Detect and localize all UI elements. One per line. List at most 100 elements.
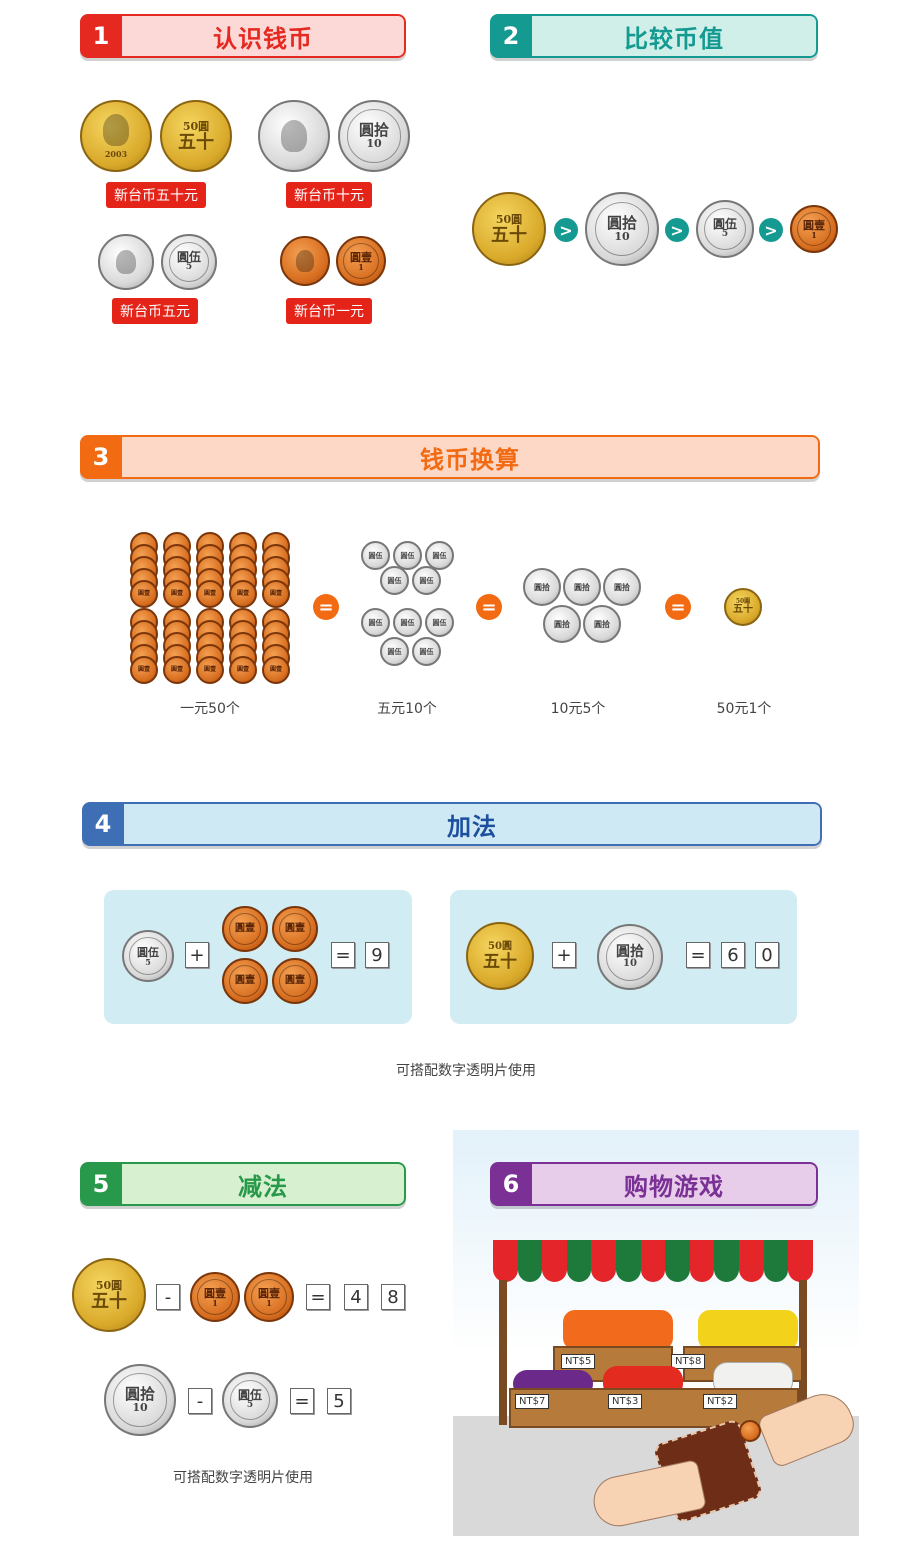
add-coin-1: 圓壹 <box>222 906 268 952</box>
section-title: 认识钱币 <box>122 14 406 58</box>
answer-digit: 9 <box>365 942 389 968</box>
awning-stripe <box>714 1240 740 1282</box>
awning-stripe <box>665 1240 690 1282</box>
awning-stripe <box>493 1240 518 1282</box>
greater-than-arrow: > <box>759 218 783 242</box>
coin-5-front <box>98 234 154 290</box>
one-yuan-coin: 圓壹 <box>163 580 191 608</box>
one-yuan-coin: 圓壹 <box>196 656 224 684</box>
label-ten: 新台币十元 <box>286 182 372 208</box>
ten-yuan-coin: 圓拾 <box>543 605 581 643</box>
label-one: 新台币一元 <box>286 298 372 324</box>
answer-digit: 8 <box>381 1284 405 1310</box>
label-fifty: 新台币五十元 <box>106 182 206 208</box>
add-coin-1: 圓壹 <box>272 906 318 952</box>
awning-stripe <box>739 1240 764 1282</box>
add-coin-1: 圓壹 <box>272 958 318 1004</box>
held-coin <box>739 1420 761 1442</box>
equals-sign: = <box>476 594 502 620</box>
coin-year: 2003 <box>104 148 128 159</box>
greater-than-arrow: > <box>665 218 689 242</box>
add-coin-50: 50圓 五十 <box>466 922 534 990</box>
five-yuan-coin: 圓伍 <box>412 637 441 666</box>
one-yuan-coin: 圓壹 <box>163 656 191 684</box>
section-number: 3 <box>80 435 122 479</box>
price-tag: NT$7 <box>515 1394 550 1409</box>
awning-stripe <box>640 1240 666 1282</box>
awning-stripe <box>763 1240 789 1282</box>
section-5-banner: 5 减法 <box>80 1162 406 1206</box>
price-tag: NT$8 <box>671 1354 706 1369</box>
ten-yuan-coin: 圓拾 <box>583 605 621 643</box>
equals-box: = <box>290 1388 314 1414</box>
coin-50-front: 2003 <box>80 100 152 172</box>
caption-five-yuan: 五元10个 <box>377 701 437 717</box>
awning-stripe <box>517 1240 543 1282</box>
add-coin-1: 圓壹 <box>222 958 268 1004</box>
section-title: 购物游戏 <box>532 1162 818 1206</box>
section-title: 钱币换算 <box>122 435 820 479</box>
one-yuan-coin: 圓壹 <box>262 656 290 684</box>
equals-sign: = <box>313 594 339 620</box>
awning-stripe <box>788 1240 813 1282</box>
stall-awning <box>493 1240 813 1282</box>
answer-digit: 5 <box>327 1388 351 1414</box>
answer-digit: 4 <box>344 1284 368 1310</box>
price-tag: NT$3 <box>608 1394 643 1409</box>
compare-coin-50: 50圓 五十 <box>472 192 546 266</box>
five-yuan-coin: 圓伍 <box>361 608 390 637</box>
five-yuan-coin: 圓伍 <box>380 637 409 666</box>
coin-50-back: 50圓 五十 <box>160 100 232 172</box>
label-five: 新台币五元 <box>112 298 198 324</box>
one-yuan-coin: 圓壹 <box>229 656 257 684</box>
five-yuan-coin: 圓伍 <box>361 541 390 570</box>
awning-stripe <box>689 1240 715 1282</box>
addition-note: 可搭配数字透明片使用 <box>396 1063 536 1079</box>
greater-than-arrow: > <box>554 218 578 242</box>
stall-pole-left <box>499 1280 507 1425</box>
ten-yuan-coin: 圓拾 <box>603 568 641 606</box>
answer-digit: 6 <box>721 942 745 968</box>
subtraction-note: 可搭配数字透明片使用 <box>173 1470 313 1486</box>
section-number: 5 <box>80 1162 122 1206</box>
ten-yuan-coin: 圓拾 <box>523 568 561 606</box>
equals-sign: = <box>665 594 691 620</box>
section-1-banner: 1 认识钱币 <box>80 14 406 58</box>
five-yuan-coin: 圓伍 <box>393 541 422 570</box>
section-title: 比较币值 <box>532 14 818 58</box>
five-yuan-coin: 圓伍 <box>380 566 409 595</box>
caption-ten-yuan: 10元5个 <box>550 701 606 717</box>
one-yuan-coin: 圓壹 <box>229 580 257 608</box>
sub-coin-50: 50圓 五十 <box>72 1258 146 1332</box>
minus-box: - <box>156 1284 180 1310</box>
one-yuan-coin: 圓壹 <box>130 656 158 684</box>
fifty-yuan-coin: 50圓 五十 <box>724 588 762 626</box>
coin-1-front <box>280 236 330 286</box>
plus-box: + <box>185 942 209 968</box>
caption-one-yuan: 一元50个 <box>180 701 240 717</box>
section-number: 6 <box>490 1162 532 1206</box>
caption-fifty-yuan: 50元1个 <box>716 701 772 717</box>
section-title: 减法 <box>122 1162 406 1206</box>
five-yuan-coin: 圓伍 <box>425 541 454 570</box>
answer-digit: 0 <box>755 942 779 968</box>
corn <box>698 1310 798 1350</box>
plus-box: + <box>552 942 576 968</box>
equals-box: = <box>331 942 355 968</box>
section-6-banner: 6 购物游戏 <box>490 1162 818 1206</box>
section-number: 1 <box>80 14 122 58</box>
awning-stripe <box>542 1240 567 1282</box>
section-4-banner: 4 加法 <box>82 802 822 846</box>
equals-box: = <box>686 942 710 968</box>
price-tag: NT$5 <box>561 1354 596 1369</box>
